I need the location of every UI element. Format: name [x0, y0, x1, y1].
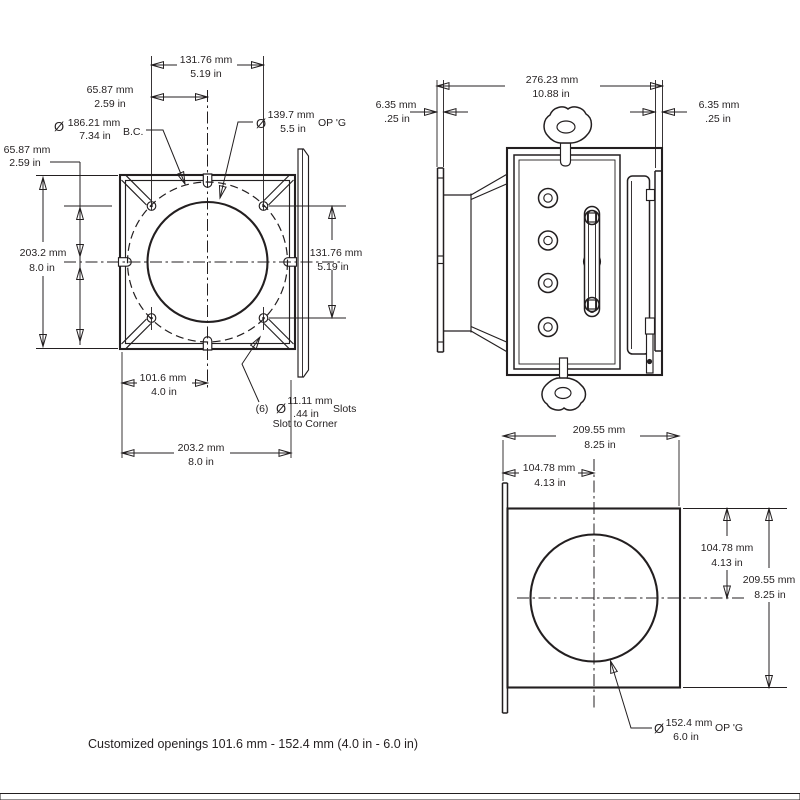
- dim-front-bolt-half-v-in: 2.59 in: [9, 157, 41, 169]
- dim-back-height-in: 8.25 in: [754, 589, 786, 601]
- back-opening-mm: 152.4 mm: [666, 717, 713, 729]
- front-slots-label: Slots: [333, 403, 356, 415]
- dim-front-width-half-in: 4.0 in: [151, 386, 177, 398]
- dim-front-height-mm: 203.2 mm: [20, 247, 67, 259]
- dim-back-width-half-mm: 104.78 mm: [523, 462, 576, 474]
- dim-front-bolt-spacing-h-in: 5.19 in: [190, 68, 222, 80]
- front-slots-in: .44 in: [293, 408, 319, 420]
- front-corner-slot-tr: [258, 175, 294, 211]
- front-slots-mm: 11.11 mm: [287, 395, 332, 407]
- dim-back-height-half-mm: 104.78 mm: [701, 542, 754, 554]
- dim-front-bolt-half-h-mm: 65.87 mm: [87, 84, 134, 96]
- back-dimensions: 209.55 mm 8.25 in 104.78 mm 4.13 in 104.…: [503, 424, 796, 743]
- front-opening-dia-symbol: Ø: [256, 116, 266, 131]
- front-slots-note: Slot to Corner: [273, 418, 338, 430]
- dim-front-bolt-spacing-v-mm: 131.76 mm: [310, 247, 363, 259]
- front-bolt-circle-mm: 186.21 mm: [68, 117, 121, 129]
- back-view: 209.55 mm 8.25 in 104.78 mm 4.13 in 104.…: [503, 424, 796, 743]
- dim-back-height-mm: 209.55 mm: [743, 574, 796, 586]
- front-side-tab: [297, 148, 310, 378]
- dim-back-height-half-in: 4.13 in: [711, 557, 743, 569]
- back-opening-dia-symbol: Ø: [654, 721, 664, 736]
- side-view: 276.23 mm 10.88 in 6.35 mm .25 in 6.35 m…: [376, 74, 740, 411]
- dim-back-width-mm: 209.55 mm: [573, 424, 626, 436]
- side-rivets: [537, 187, 559, 338]
- dim-front-width-half-mm: 101.6 mm: [140, 372, 187, 384]
- dim-back-width-in: 8.25 in: [584, 439, 616, 451]
- front-slots-dia-symbol: Ø: [276, 401, 286, 416]
- side-slot-bracket: [582, 205, 602, 318]
- back-opening-label: OP 'G: [715, 722, 743, 734]
- dim-front-bolt-half-h-in: 2.59 in: [94, 98, 126, 110]
- dim-front-bolt-spacing-v-in: 5.19 in: [317, 261, 349, 273]
- dim-back-width-half-in: 4.13 in: [534, 477, 566, 489]
- front-opening-label: OP 'G: [318, 117, 346, 129]
- dim-side-depth-mm: 276.23 mm: [526, 74, 579, 86]
- dim-front-width-in: 8.0 in: [188, 456, 214, 468]
- side-dimensions: 276.23 mm 10.88 in 6.35 mm .25 in 6.35 m…: [376, 74, 740, 168]
- front-opening-mm: 139.7 mm: [268, 109, 315, 121]
- caption: Customized openings 101.6 mm - 152.4 mm …: [88, 737, 418, 751]
- side-access-panel: [626, 175, 656, 374]
- dim-front-height-in: 8.0 in: [29, 262, 55, 274]
- back-plate-outline: [501, 459, 746, 714]
- footer-strip: [0, 793, 800, 800]
- front-corner-slot-tl: [121, 175, 157, 211]
- side-wing-nut-top: [543, 106, 593, 167]
- front-dimensions: 131.76 mm 5.19 in 65.87 mm 2.59 in Ø 186…: [4, 54, 363, 468]
- side-rear-plate: [654, 170, 662, 352]
- side-transition-cone: [443, 174, 507, 352]
- dim-side-flange-right-mm: 6.35 mm: [699, 99, 740, 111]
- dim-side-flange-right-in: .25 in: [705, 113, 731, 125]
- front-bolt-circle-label: B.C.: [123, 126, 143, 138]
- front-view: 131.76 mm 5.19 in 65.87 mm 2.59 in Ø 186…: [4, 54, 363, 468]
- front-bolt-circle-in: 7.34 in: [79, 130, 111, 142]
- side-body-outline: [436, 106, 664, 411]
- side-wing-nut-bottom: [541, 357, 587, 411]
- dim-front-width-mm: 203.2 mm: [178, 442, 225, 454]
- front-slots-qty: (6): [256, 403, 269, 415]
- dim-front-bolt-half-v-mm: 65.87 mm: [4, 144, 51, 156]
- front-opening-in: 5.5 in: [280, 123, 306, 135]
- back-opening-in: 6.0 in: [673, 731, 699, 743]
- dim-side-depth-in: 10.88 in: [532, 88, 570, 100]
- dim-side-flange-left-in: .25 in: [384, 113, 410, 125]
- dim-side-flange-left-mm: 6.35 mm: [376, 99, 417, 111]
- front-bolt-circle-dia-symbol: Ø: [54, 119, 64, 134]
- dim-front-bolt-spacing-h-mm: 131.76 mm: [180, 54, 233, 66]
